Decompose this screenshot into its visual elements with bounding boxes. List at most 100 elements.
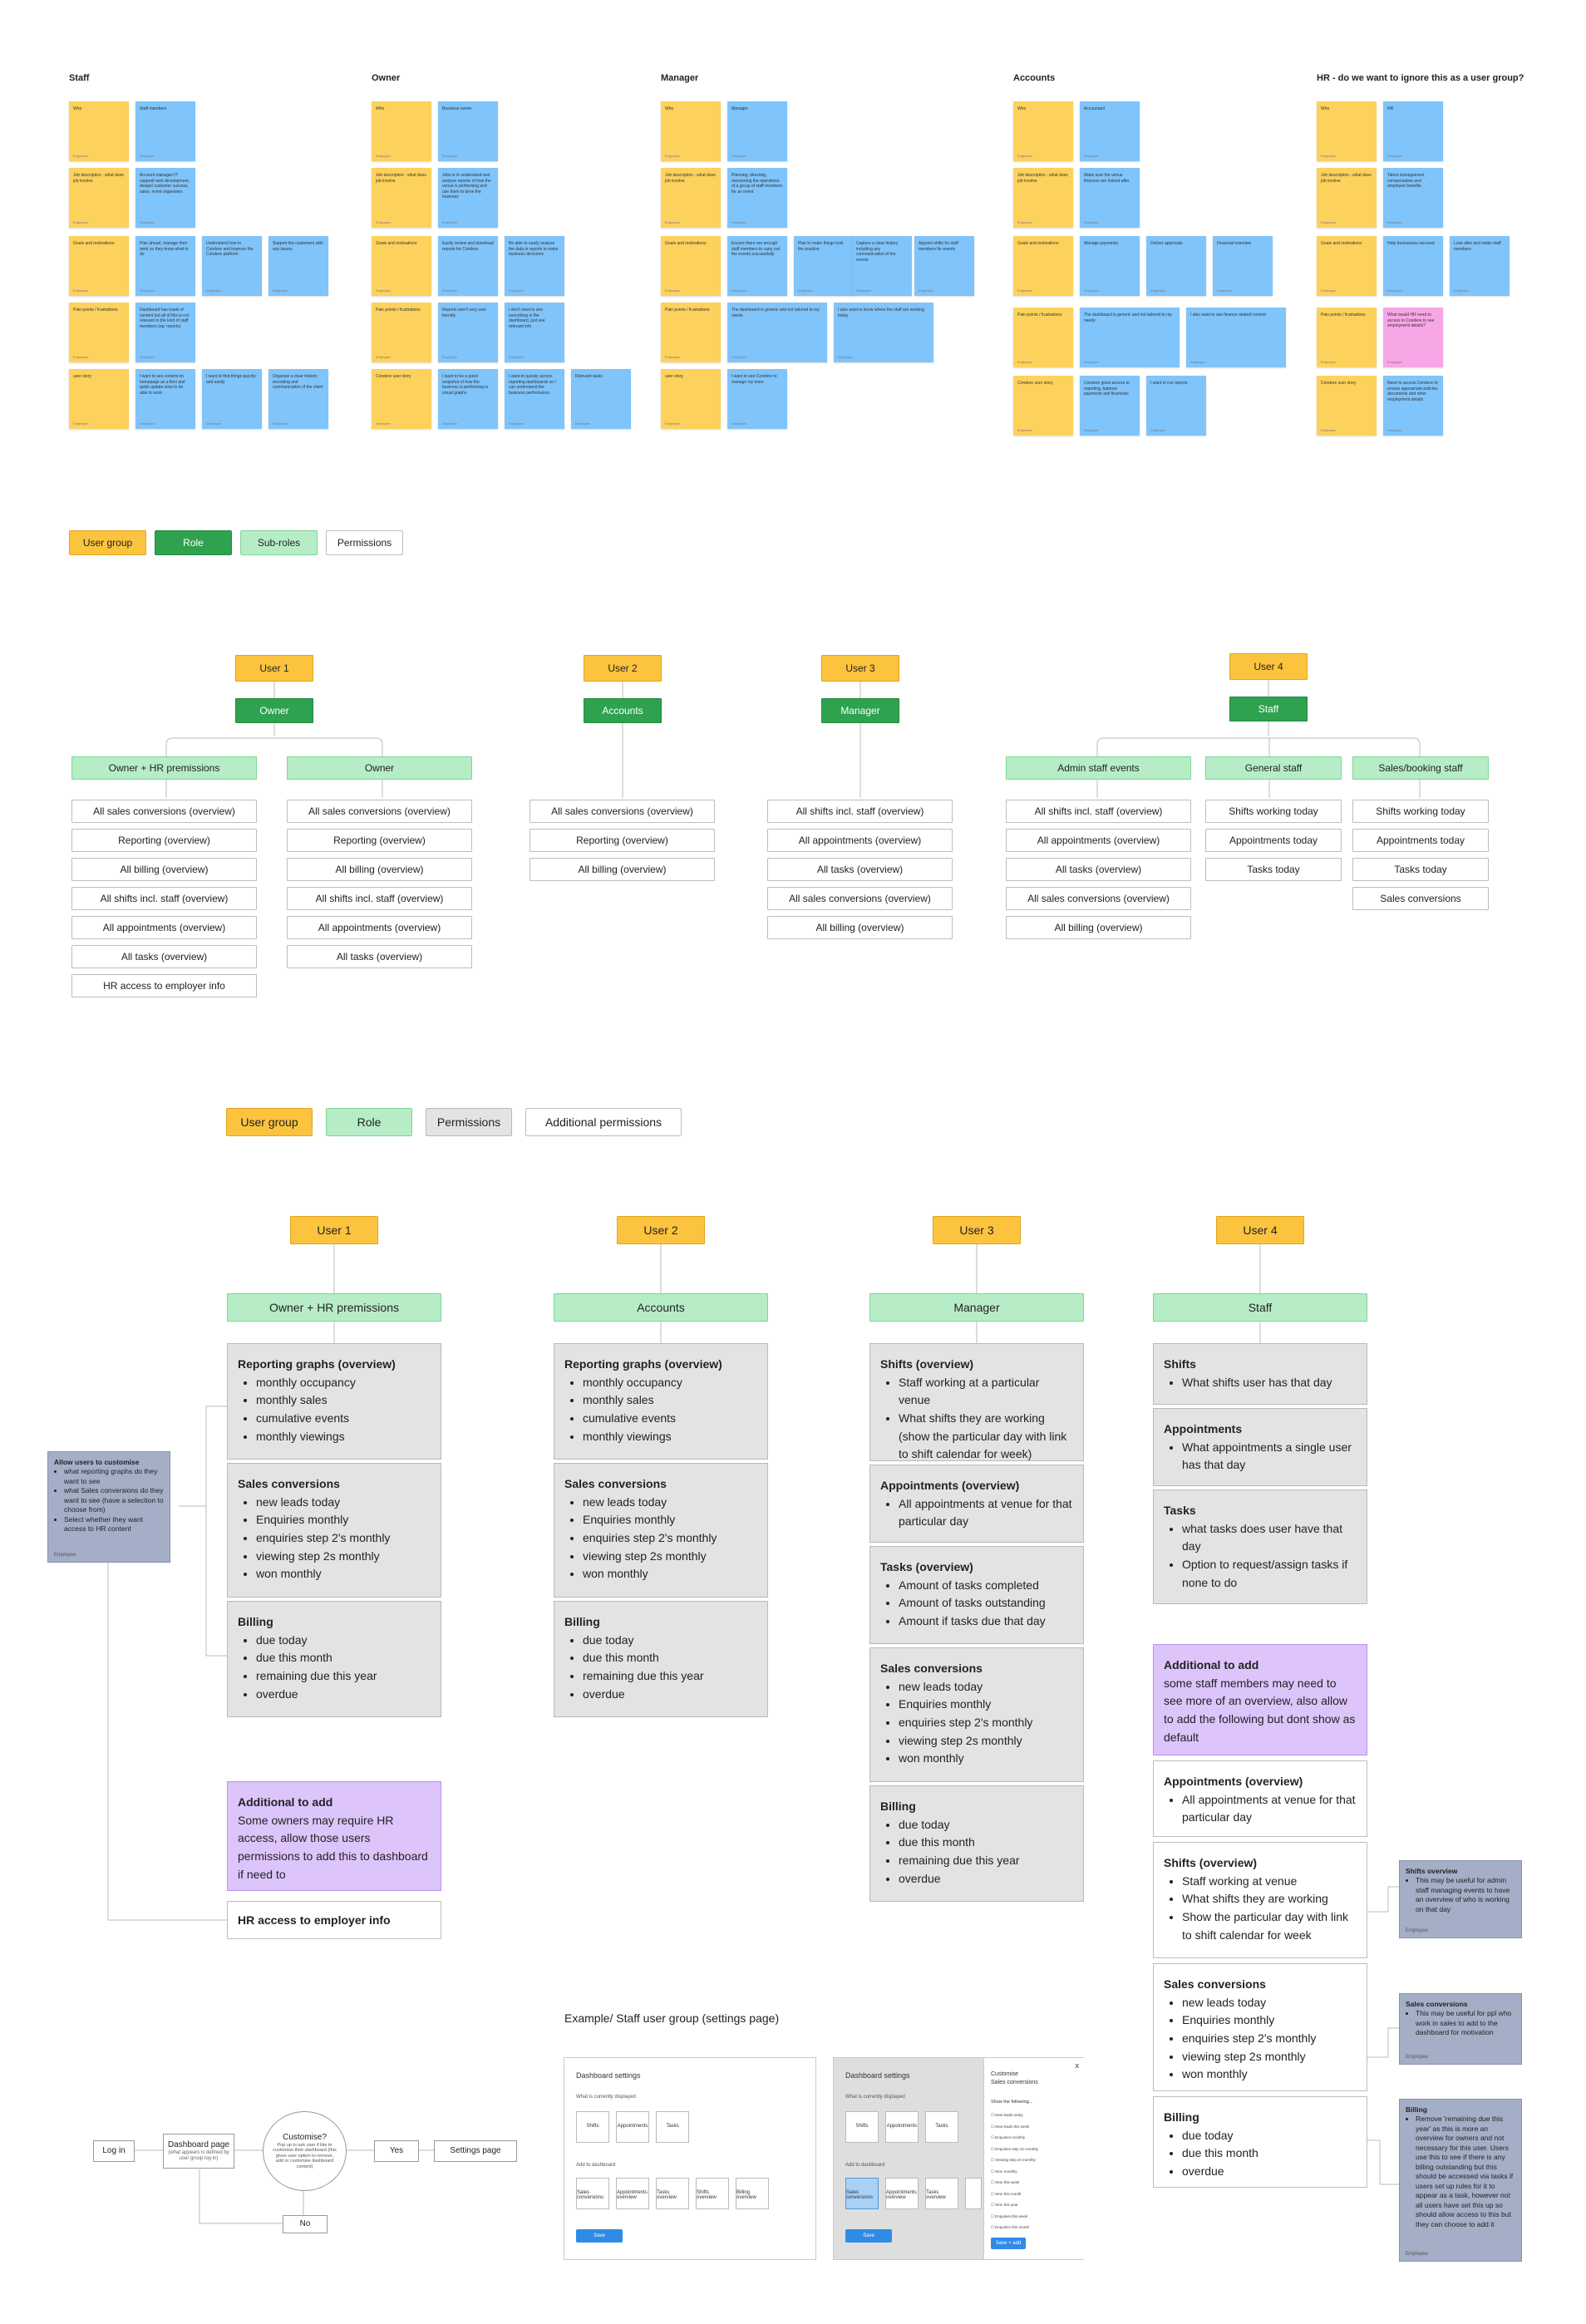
permission-item: Sales conversions	[1352, 887, 1489, 910]
user-2-node: User 2	[584, 655, 662, 682]
save-button[interactable]: Save	[845, 2229, 892, 2243]
current-widget[interactable]: Appointments	[885, 2111, 919, 2143]
customise-note: Allow users to customise what reporting …	[47, 1451, 170, 1563]
permission-item: All sales conversions (overview)	[529, 800, 715, 823]
close-icon[interactable]: x	[1075, 2061, 1080, 2070]
checkbox-item[interactable]: ☐ New leads today	[991, 2113, 1023, 2117]
list-item: viewing step 2s monthly	[256, 1548, 431, 1566]
list-item: Remove 'remaining due this year' as this…	[1416, 2115, 1515, 2229]
permission-item: Reporting (overview)	[529, 829, 715, 852]
permission-item: All sales conversions (overview)	[71, 800, 257, 823]
tasks-card: Tasks what tasks does user have that day…	[1153, 1489, 1367, 1604]
sticky-note: Dashboard has loads of content but all o…	[135, 303, 195, 362]
card-title: Sales conversions	[238, 1477, 340, 1490]
panel-checklist: ☐ New leads today ☐ New leads this week …	[991, 2110, 1074, 2233]
save-add-button[interactable]: Save + add	[991, 2238, 1026, 2249]
card-title: Shifts (overview)	[880, 1357, 974, 1371]
option-widget[interactable]	[965, 2178, 982, 2209]
legend-role: Role	[326, 1108, 412, 1136]
role-accounts: Accounts	[554, 1293, 768, 1322]
checkbox-item[interactable]: ☐ Won this week	[991, 2180, 1020, 2184]
permission-item: All sales conversions (overview)	[767, 887, 953, 910]
role-staff: Staff	[1153, 1293, 1367, 1322]
current-widget[interactable]: Shifts	[576, 2111, 609, 2143]
option-widget[interactable]: Billing overview	[736, 2178, 769, 2209]
list-item: won monthly	[1182, 2066, 1357, 2084]
sticky-note: What would HR need to access in Condere …	[1383, 308, 1443, 367]
list-item: Enquiries monthly	[899, 1696, 1073, 1714]
sticky-note: Talent management, compensation and empl…	[1383, 168, 1443, 228]
sales-conversions-note: Sales conversions This may be useful for…	[1399, 1993, 1522, 2065]
current-widget[interactable]: Appointments	[616, 2111, 649, 2143]
list-item: remaining due this year	[583, 1667, 757, 1686]
option-widget[interactable]: Shifts overview	[696, 2178, 729, 2209]
legend-sub-roles: Sub-roles	[240, 530, 318, 555]
role-manager: Manager	[869, 1293, 1084, 1322]
option-widget[interactable]: Tasks overview	[656, 2178, 689, 2209]
checkbox-item[interactable]: ☐ Won this year	[991, 2203, 1018, 2207]
card-title: Shifts	[1164, 1357, 1196, 1371]
billing-card: Billing due todaydue this monthremaining…	[869, 1785, 1084, 1902]
board-header-manager: Manager	[661, 73, 699, 83]
permission-item: All appointments (overview)	[71, 916, 257, 939]
option-widget[interactable]: Appointments overview	[885, 2178, 919, 2209]
user-3-node: User 3	[821, 655, 899, 682]
permission-item: All billing (overview)	[529, 858, 715, 881]
option-widget[interactable]: Tasks overview	[925, 2178, 958, 2209]
note-title: Sales conversions	[1406, 2000, 1468, 2008]
board-header-owner: Owner	[372, 73, 401, 83]
legend-role: Role	[155, 530, 232, 555]
list-item: monthly occupancy	[583, 1374, 757, 1392]
checkbox-item[interactable]: ☐ Enquiries step 2s monthly	[991, 2146, 1038, 2151]
current-widget[interactable]: Tasks	[656, 2111, 689, 2143]
permission-item: All sales conversions (overview)	[1006, 887, 1191, 910]
sticky-note: I also want to know where the staff are …	[834, 303, 933, 362]
checkbox-item[interactable]: ☐ Won monthly	[991, 2169, 1017, 2174]
sticky-note: Understand how to Condere and improve th…	[202, 236, 262, 296]
list-item: Staff working at a particular venue	[899, 1374, 1073, 1410]
list-item: Select whether they want access to HR co…	[64, 1515, 164, 1534]
flow-login: Log in	[93, 2140, 135, 2162]
sticky-note: Condere gives access to reporting, balan…	[1080, 376, 1140, 436]
list-item: This may be useful for admin staff manag…	[1416, 1876, 1515, 1914]
sticky-note: Plan ahead, manage their work so they kn…	[135, 236, 195, 296]
option-widget-selected[interactable]: Sales conversions	[845, 2178, 879, 2209]
flow-customise-decision: Customise? Pop up to ask user if like to…	[263, 2111, 347, 2191]
current-widget[interactable]: Shifts	[845, 2111, 879, 2143]
role-owner: Owner	[235, 698, 313, 723]
checkbox-item[interactable]: ☐ Enquiries this week	[991, 2213, 1028, 2218]
list-item: overdue	[256, 1686, 431, 1704]
list-item: enquiries step 2's monthly	[1182, 2030, 1357, 2048]
checkbox-item[interactable]: ☐ Viewing step 2s monthly	[991, 2158, 1036, 2162]
option-widget[interactable]: Appointments overview	[616, 2178, 649, 2209]
checkbox-item[interactable]: ☐ New leads this week	[991, 2124, 1030, 2129]
save-button[interactable]: Save	[576, 2229, 623, 2243]
checkbox-item[interactable]: ☐ Enquiries this month	[991, 2225, 1030, 2229]
card-title: Tasks (overview)	[880, 1560, 973, 1573]
current-widget[interactable]: Tasks	[925, 2111, 958, 2143]
note-title: Shifts overview	[1406, 1867, 1458, 1875]
legend-user-group: User group	[69, 530, 146, 555]
sticky-note: I don't need to see everything in the da…	[505, 303, 564, 362]
list-item: All appointments at venue for that parti…	[899, 1495, 1073, 1531]
sticky-note: Make sure the venue finances are looked …	[1080, 168, 1140, 228]
checkbox-item[interactable]: ☐ Won this month	[991, 2191, 1022, 2196]
sticky-note: Be able to easily analyse the data in re…	[505, 236, 564, 296]
checkbox-item[interactable]: ☐ Enquiries monthly	[991, 2135, 1026, 2139]
subrole-admin-staff-events: Admin staff events	[1006, 756, 1191, 780]
board-header-hr: HR - do we want to ignore this as a user…	[1317, 73, 1524, 83]
list-item: due this month	[583, 1649, 757, 1667]
user-2-node: User 2	[617, 1216, 705, 1244]
displayed-label: What is currently displayed	[576, 2095, 636, 2100]
list-item: due today	[1182, 2127, 1357, 2145]
option-widget[interactable]: Sales conversions	[576, 2178, 609, 2209]
list-item: due this month	[256, 1649, 431, 1667]
